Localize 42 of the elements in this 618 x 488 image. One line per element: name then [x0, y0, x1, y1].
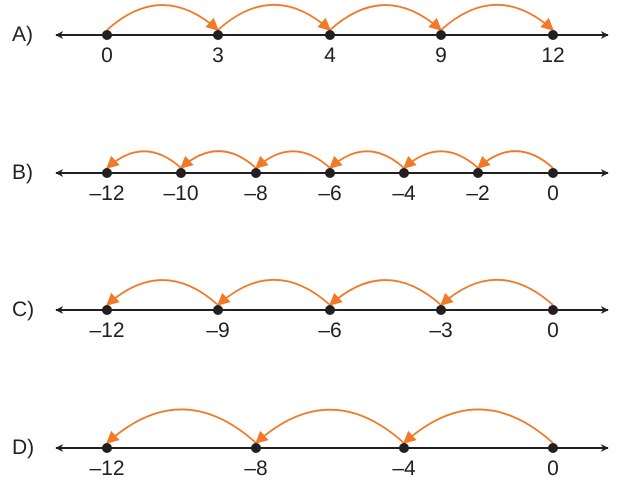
jump-arrow — [440, 278, 554, 306]
jump-arrow — [329, 279, 442, 306]
number-label: –12 — [88, 182, 126, 206]
number-label: 4 — [323, 44, 337, 68]
jump-arrow — [106, 408, 257, 444]
jump-arrow — [217, 4, 331, 31]
number-label: –10 — [162, 182, 200, 206]
row-letter: C) — [12, 298, 34, 322]
jump-arrow — [217, 278, 331, 306]
number-label: 0 — [546, 457, 560, 481]
jump-arrow — [329, 150, 405, 169]
number-label: 0 — [100, 44, 114, 68]
number-label: –8 — [243, 457, 269, 481]
number-label: 0 — [546, 319, 560, 343]
row-letter: B) — [12, 161, 33, 185]
jump-arrow — [403, 150, 479, 169]
jump-arrow — [255, 150, 331, 169]
jump-arrow — [106, 150, 182, 169]
number-label: –4 — [391, 457, 417, 481]
number-label: –6 — [317, 182, 343, 206]
number-label: –4 — [391, 182, 417, 206]
jump-arrow — [329, 4, 442, 31]
number-label: 9 — [434, 44, 448, 68]
jump-arrow — [255, 408, 405, 444]
number-label: 3 — [211, 44, 225, 68]
number-label: –8 — [243, 182, 269, 206]
jump-arrow — [477, 150, 554, 169]
number-label: 0 — [546, 182, 560, 206]
jump-arrow — [106, 279, 219, 306]
jump-arrow — [180, 150, 257, 169]
row-letter: A) — [12, 23, 33, 47]
number-label: –9 — [205, 319, 231, 343]
number-label: –3 — [428, 319, 454, 343]
number-label: –12 — [88, 319, 126, 343]
jump-arrow — [403, 408, 554, 444]
number-label: 12 — [540, 44, 566, 68]
number-label: –12 — [88, 457, 126, 481]
number-label: –2 — [465, 182, 491, 206]
row-letter: D) — [12, 436, 34, 460]
jump-arrow — [106, 4, 219, 31]
number-label: –6 — [317, 319, 343, 343]
jump-arrow — [440, 4, 554, 31]
